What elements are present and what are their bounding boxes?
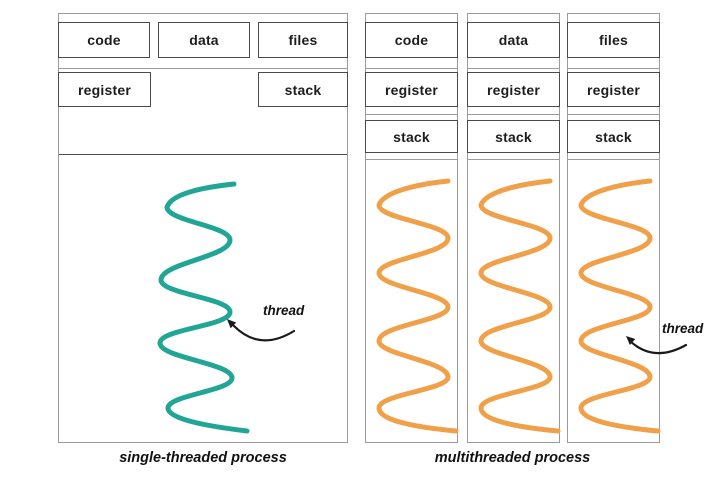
register-box-2: register <box>467 72 560 107</box>
stack-box: stack <box>258 72 348 107</box>
section-divider <box>568 68 659 69</box>
section-divider <box>366 68 457 69</box>
thread-label-left: thread <box>263 303 305 318</box>
section-divider <box>468 68 559 69</box>
data-box: data <box>467 22 560 58</box>
section-divider <box>468 159 559 160</box>
stack-box-2: stack <box>467 120 560 153</box>
register-box-1: register <box>365 72 458 107</box>
section-divider <box>468 114 559 115</box>
caption-multithreaded: multithreaded process <box>434 450 591 466</box>
code-box: code <box>58 22 150 58</box>
code-box: code <box>365 22 458 58</box>
section-divider <box>366 159 457 160</box>
stack-box-1: stack <box>365 120 458 153</box>
section-divider <box>59 154 347 155</box>
section-divider <box>568 159 659 160</box>
caption-single-threaded: single-threaded process <box>119 450 287 466</box>
register-box: register <box>58 72 151 107</box>
data-box: data <box>158 22 250 58</box>
stack-box-3: stack <box>567 120 660 153</box>
section-divider <box>568 114 659 115</box>
files-box: files <box>258 22 348 58</box>
thread-label-right: thread <box>662 321 704 336</box>
register-box-3: register <box>567 72 660 107</box>
section-divider <box>59 68 347 69</box>
files-box: files <box>567 22 660 58</box>
section-divider <box>366 114 457 115</box>
